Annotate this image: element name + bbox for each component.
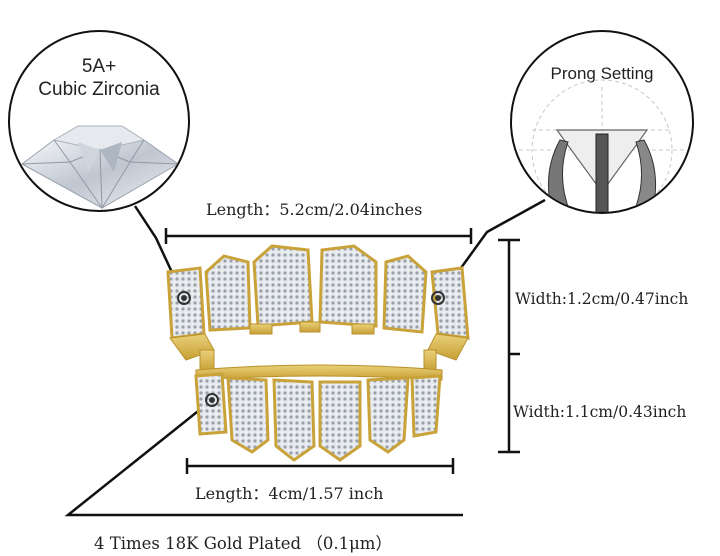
bottom-width-label: Width:1.1cm/0.43inch [513, 403, 687, 421]
zirconia-title-label: Cubic Zirconia [38, 79, 160, 100]
plating-label: 4 Times 18K Gold Plated （0.1μm） [94, 534, 392, 553]
target-marker-icon [177, 291, 445, 407]
bottom-length-label: Length：4cm/1.57 inch [195, 484, 384, 503]
prong-setting-label: Prong Setting [550, 64, 654, 83]
top-width-label: Width:1.2cm/0.47inch [515, 290, 689, 308]
diamond-icon [21, 125, 179, 209]
prong-setting-diagram [512, 79, 692, 212]
zirconia-grade-label: 5A+ [81, 56, 117, 77]
top-length-label: Length：5.2cm/2.04inches [206, 200, 423, 219]
prong-setting-callout: Prong Setting [510, 30, 694, 214]
zirconia-callout: 5A+ Cubic Zirconia [8, 30, 190, 212]
